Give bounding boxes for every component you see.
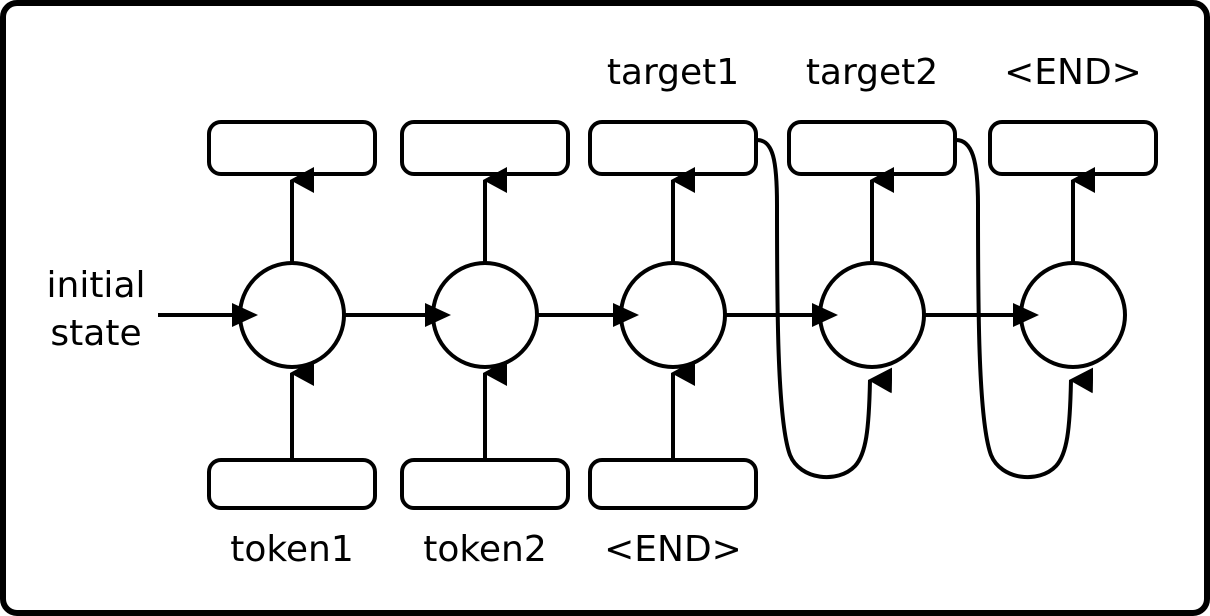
top-label-4: <END> [1004, 52, 1142, 93]
input-box-0[interactable] [207, 458, 377, 510]
input-box-2[interactable] [588, 458, 758, 510]
output-box-1[interactable] [400, 120, 570, 176]
bottom-label-0: token1 [230, 529, 354, 570]
input-box-1[interactable] [400, 458, 570, 510]
top-label-2: target1 [607, 52, 739, 93]
column-4: <END> [988, 52, 1158, 369]
rnn-cell-2[interactable] [619, 261, 727, 369]
top-label-3: target2 [806, 52, 938, 93]
initial-state-label-line2: state [50, 313, 141, 354]
column-0: token1 [207, 120, 377, 570]
column-2: target1 <END> [588, 52, 758, 570]
rnn-cell-3[interactable] [818, 261, 926, 369]
bottom-label-2: <END> [604, 529, 742, 570]
rnn-cell-1[interactable] [431, 261, 539, 369]
output-box-0[interactable] [207, 120, 377, 176]
output-box-2[interactable] [588, 120, 758, 176]
feedback-loop-3-4 [955, 138, 1094, 480]
output-box-4[interactable] [988, 120, 1158, 176]
feedback-loop-2-3 [756, 138, 893, 480]
initial-state-label-line1: initial [47, 265, 146, 306]
column-3: target2 [787, 52, 957, 369]
bottom-label-1: token2 [423, 529, 547, 570]
output-box-3[interactable] [787, 120, 957, 176]
rnn-cell-0[interactable] [238, 261, 346, 369]
rnn-cell-4[interactable] [1019, 261, 1127, 369]
